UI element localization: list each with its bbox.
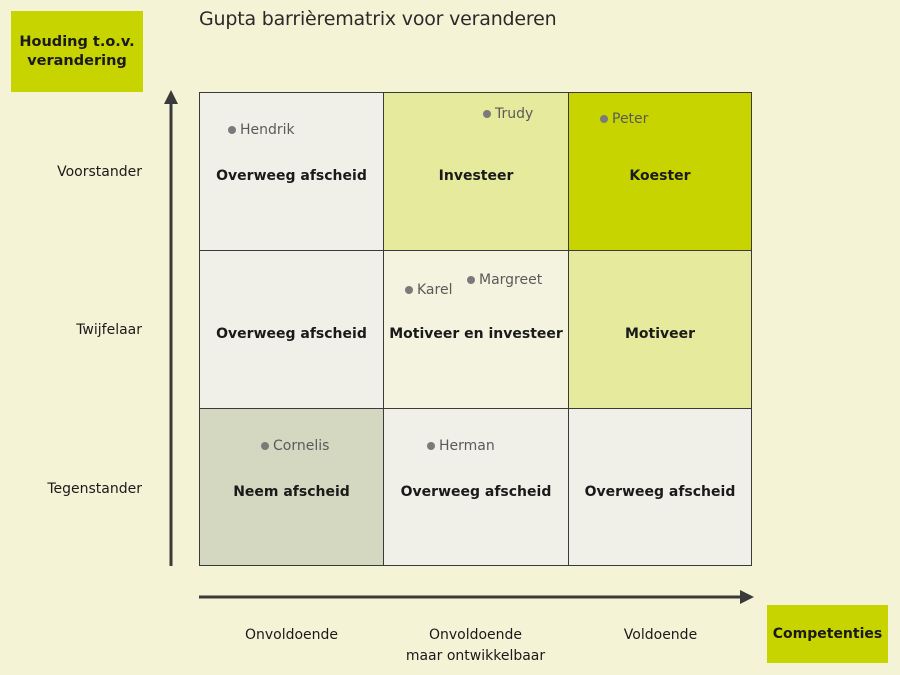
x-axis-arrowhead: [740, 590, 754, 604]
cell-strategy: Investeer: [438, 168, 514, 184]
cell-strategy: Overweeg afscheid: [584, 484, 736, 500]
person-marker: Karel: [405, 282, 452, 298]
x-tick-line2: maar ontwikkelbaar: [405, 648, 546, 664]
person-marker: Herman: [427, 438, 495, 454]
person-name: Cornelis: [273, 438, 330, 454]
barrier-matrix: Hendrik Overweeg afscheid Trudy Investee…: [199, 92, 752, 566]
cell-strategy: Motiveer en investeer: [389, 326, 563, 342]
y-axis-label-box: Houding t.o.v. verandering: [11, 11, 143, 92]
x-tick-onvoldoende: Onvoldoende: [199, 625, 384, 646]
person-name: Margreet: [479, 272, 543, 288]
y-tick-voorstander: Voorstander: [57, 164, 142, 180]
person-marker: Cornelis: [261, 438, 329, 454]
dot-icon: [427, 442, 435, 450]
diagram-title: Gupta barrièrematrix voor veranderen: [199, 8, 557, 30]
person-marker: Peter: [600, 111, 648, 127]
y-tick-twijfelaar: Twijfelaar: [76, 322, 142, 338]
cell-r2-c1: Herman Overweeg afscheid: [384, 409, 569, 565]
cell-strategy: Overweeg afscheid: [400, 484, 552, 500]
cell-strategy: Motiveer: [624, 326, 696, 342]
cell-r1-c1: Karel Margreet Motiveer en investeer: [384, 251, 569, 409]
person-name: Hendrik: [240, 122, 295, 138]
x-axis-label-box: Competenties: [767, 605, 888, 663]
dot-icon: [261, 442, 269, 450]
cell-r1-c0: Overweeg afscheid: [200, 251, 384, 409]
dot-icon: [600, 115, 608, 123]
cell-strategy: Overweeg afscheid: [216, 326, 367, 342]
x-tick-ontwikkelbaar: Onvoldoende maar ontwikkelbaar: [383, 625, 568, 667]
y-tick-tegenstander: Tegenstander: [47, 481, 142, 497]
person-name: Trudy: [495, 106, 534, 122]
cell-r2-c0: Cornelis Neem afscheid: [200, 409, 384, 565]
person-name: Karel: [417, 282, 453, 298]
cell-strategy: Overweeg afscheid: [216, 168, 367, 184]
cell-strategy: Koester: [629, 168, 691, 184]
x-tick-line1: Voldoende: [623, 627, 698, 643]
person-name: Peter: [612, 111, 649, 127]
person-marker: Hendrik: [228, 122, 295, 138]
person-marker: Margreet: [467, 272, 542, 288]
dot-icon: [483, 110, 491, 118]
cell-strategy: Neem afscheid: [233, 484, 350, 500]
person-marker: Trudy: [483, 106, 533, 122]
cell-r0-c2: Peter Koester: [569, 93, 751, 251]
cell-r1-c2: Motiveer: [569, 251, 751, 409]
cell-r0-c1: Trudy Investeer: [384, 93, 569, 251]
x-tick-line1: Onvoldoende: [428, 627, 523, 643]
dot-icon: [405, 286, 413, 294]
y-axis-arrowhead: [164, 90, 178, 104]
dot-icon: [228, 126, 236, 134]
cell-r0-c0: Hendrik Overweeg afscheid: [200, 93, 384, 251]
dot-icon: [467, 276, 475, 284]
person-name: Herman: [439, 438, 495, 454]
x-tick-voldoende: Voldoende: [568, 625, 753, 646]
cell-r2-c2: Overweeg afscheid: [569, 409, 751, 565]
x-tick-line1: Onvoldoende: [244, 627, 339, 643]
